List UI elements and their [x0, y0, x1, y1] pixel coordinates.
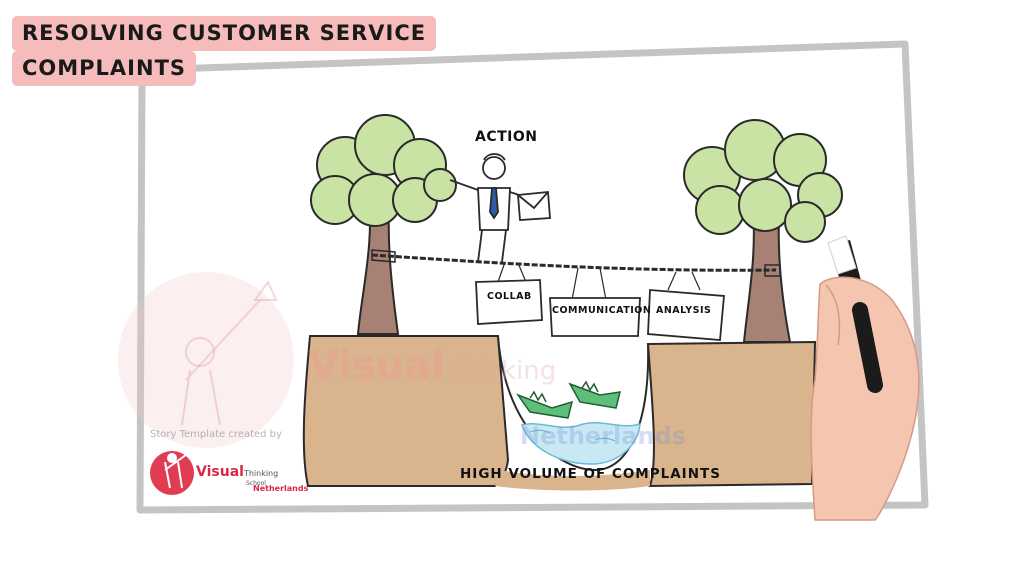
- sign-analysis-label: ANALYSIS: [656, 305, 712, 316]
- tree-right-foliage: [683, 119, 843, 243]
- whiteboard-frame: [136, 40, 929, 514]
- watermark-netherlands: Netherlands: [520, 422, 687, 450]
- logo-brand: VisualThinking: [196, 464, 279, 480]
- school-logo: [150, 451, 194, 495]
- watermark-visual: VisualThinking: [308, 343, 557, 389]
- watermark-figure: [181, 280, 278, 426]
- ground-bottom: [495, 470, 650, 491]
- businessman-figure: [449, 153, 529, 263]
- sign-communication: [549, 297, 641, 337]
- sign-analysis: [647, 289, 725, 341]
- tightrope: [371, 253, 777, 272]
- crocodile-icon: [515, 380, 622, 419]
- page-title: RESOLVING CUSTOMER SERVICE COMPLAINTS: [12, 16, 437, 86]
- watermark-credit: Story Template created by: [150, 429, 282, 440]
- sign-collab-label: COLLAB: [487, 291, 532, 302]
- logo-sub-school: School: [246, 480, 266, 487]
- title-line-2: COMPLAINTS: [12, 51, 197, 86]
- hand-with-marker: [810, 235, 920, 521]
- logo-sub-netherlands: Netherlands: [253, 484, 309, 493]
- tree-left-trunk: [356, 189, 400, 335]
- tree-left-foliage: [310, 114, 457, 227]
- sign-collab: [475, 279, 543, 325]
- sign-communication-label: COMMUNICATION: [552, 305, 652, 316]
- label-action: ACTION: [475, 129, 538, 145]
- ground-right: [646, 340, 817, 488]
- envelope-icon: [517, 191, 551, 221]
- title-line-1: RESOLVING CUSTOMER SERVICE: [12, 16, 437, 51]
- label-high-volume: HIGH VOLUME OF COMPLAINTS: [460, 466, 721, 482]
- water: [521, 421, 641, 465]
- ground-left: [302, 335, 510, 487]
- watermark-circle: [118, 272, 294, 448]
